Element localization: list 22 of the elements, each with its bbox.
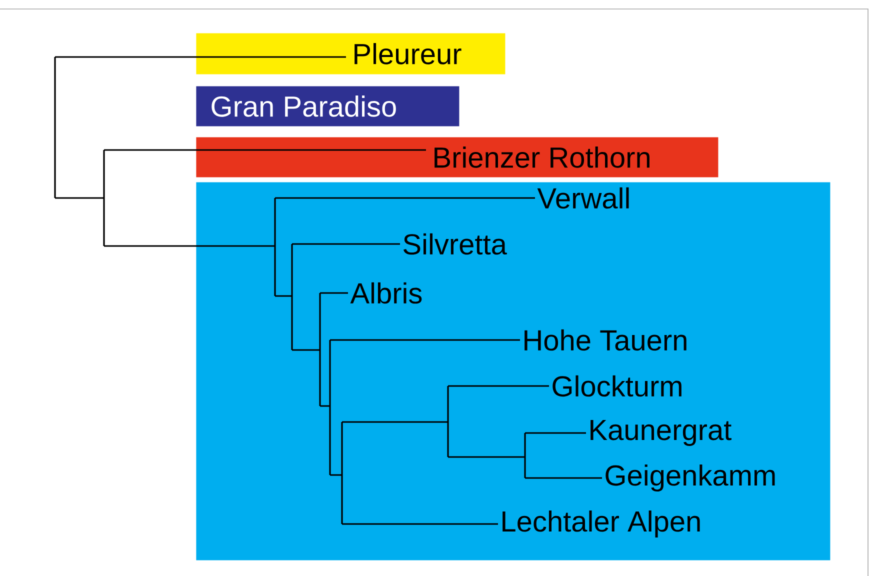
leaf-label: Geigenkamm (606, 464, 775, 492)
branch-line (55, 56, 346, 58)
branch-line (448, 385, 549, 387)
label-box: Gran Paradiso (196, 86, 460, 126)
group-box (196, 182, 830, 560)
label-box: Brienzer Rothorn (196, 137, 718, 178)
branch-line (320, 292, 348, 294)
branch-line (330, 339, 520, 341)
branch-line (525, 432, 586, 434)
leaf-label: Albris (350, 282, 422, 304)
leaf-label: Glockturm (552, 375, 682, 397)
branch-line (104, 149, 426, 151)
branch-line (525, 477, 602, 479)
leaf-label: Verwall (537, 187, 629, 209)
leaf-label: Lechtaler Alpen (502, 510, 700, 538)
branch-line (342, 523, 498, 525)
branch-line (275, 197, 535, 199)
leaf-label: Silvretta (404, 233, 507, 255)
leaf-label: Kaunergrat (590, 420, 732, 446)
leaf-label: Hohe Tauern (524, 329, 686, 351)
branch-line (292, 243, 400, 245)
label-box: Pleureur (196, 33, 506, 74)
